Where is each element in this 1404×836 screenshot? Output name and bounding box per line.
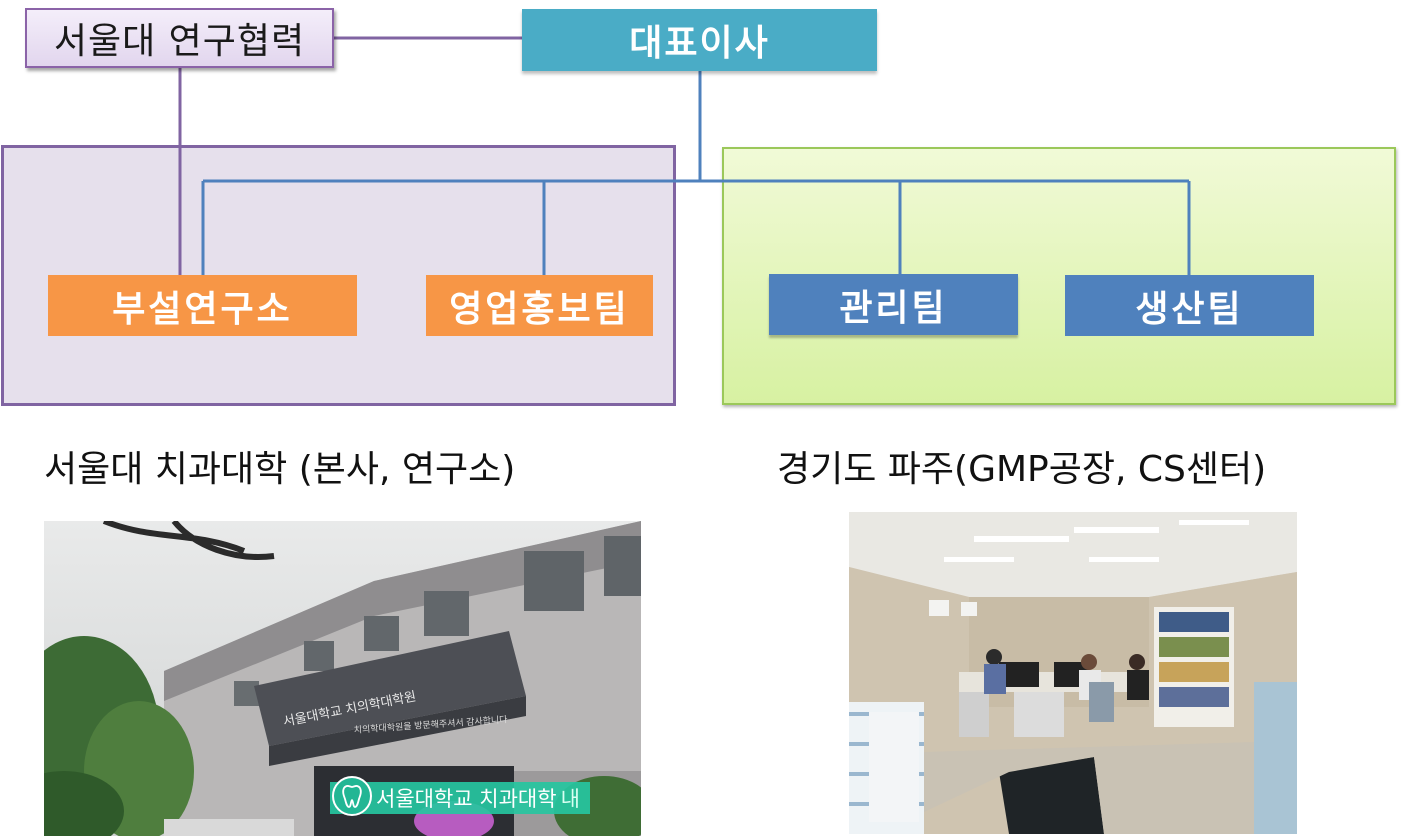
snu-research-partner-box: 서울대 연구협력	[25, 8, 334, 68]
sales-marketing-box: 영업홍보팀	[426, 275, 653, 336]
production-label: 생산팀	[1135, 288, 1244, 330]
office-illustration	[849, 512, 1297, 834]
research-lab-box: 부설연구소	[48, 275, 357, 336]
banner-label: 서울대학교 치과대학	[376, 787, 557, 811]
management-box: 관리팀	[769, 274, 1018, 335]
sales-marketing-label: 영업홍보팀	[449, 288, 630, 330]
connector-lines	[178, 36, 1191, 275]
snu-dental-caption-banner: 서울대학교 치과대학 내	[330, 776, 590, 816]
snu-research-partner-label: 서울대 연구협력	[53, 21, 306, 62]
tooth-icon	[332, 776, 372, 816]
snu-dental-building-photo: 서울대학교 치의학대학원 치의학대학원을 방문해주셔서 감사합니다 서울대학교 …	[44, 521, 641, 836]
research-lab-label: 부설연구소	[112, 288, 293, 330]
right-location-caption: 경기도 파주(GMP공장, CS센터)	[777, 449, 1267, 490]
ceo-label: 대표이사	[629, 23, 770, 64]
management-label: 관리팀	[839, 287, 948, 329]
left-location-caption: 서울대 치과대학 (본사, 연구소)	[44, 449, 516, 490]
paju-office-photo	[849, 512, 1297, 834]
banner-label-tail: 내	[560, 787, 580, 811]
production-box: 생산팀	[1065, 275, 1314, 336]
ceo-box: 대표이사	[522, 9, 877, 71]
